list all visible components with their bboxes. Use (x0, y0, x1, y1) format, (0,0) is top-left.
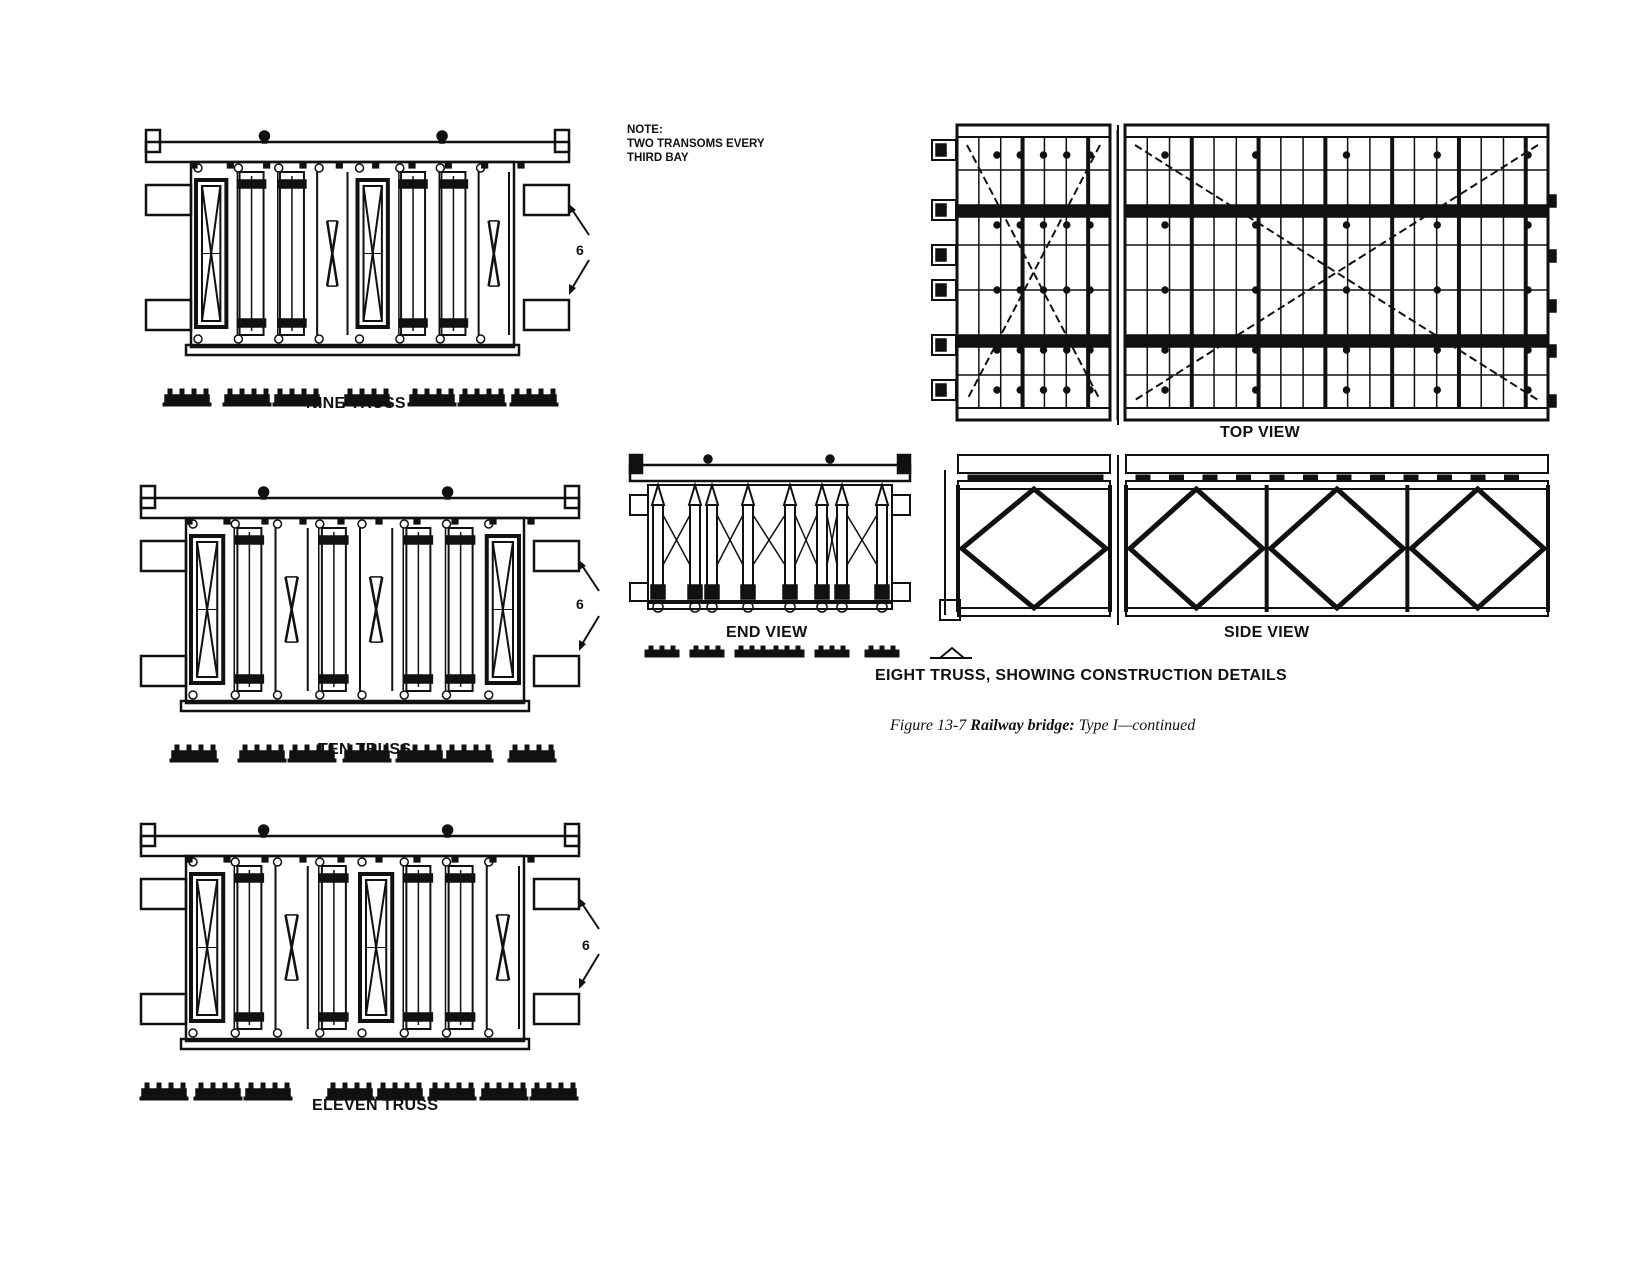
label-nine-truss: NINE TRUSS (306, 395, 406, 412)
label-side-view: SIDE VIEW (1224, 624, 1310, 641)
ten-truss-section (139, 484, 600, 763)
label-ten-truss: TEN TRUSS (318, 741, 412, 758)
caption-bold: Railway bridge: (970, 717, 1075, 734)
eleven-truss-section (139, 822, 600, 1101)
callout-ten: 6 (576, 596, 585, 612)
caption-prefix: Figure 13-7 (890, 717, 971, 734)
side-view (939, 454, 1550, 625)
note-heading: NOTE: (627, 124, 663, 136)
label-eleven-truss: ELEVEN TRUSS (312, 1097, 439, 1114)
callout-nine: 6 (576, 242, 585, 258)
top-view-left-bay (955, 123, 1112, 422)
note-line-2: TWO TRANSOMS EVERY (627, 138, 765, 150)
side-view-left-bay (956, 454, 1112, 617)
top-view-right-bays (1123, 123, 1550, 422)
nine-truss-section (144, 128, 590, 407)
label-end-view: END VIEW (726, 624, 808, 641)
top-view (931, 123, 1557, 425)
note-text: NOTE: TWO TRANSOMS EVERY THIRD BAY (627, 123, 765, 165)
figure-caption: Figure 13-7 Railway bridge: Type I—conti… (890, 717, 1195, 735)
note-line-3: THIRD BAY (627, 152, 689, 164)
label-top-view: TOP VIEW (1220, 424, 1301, 441)
label-eight-truss: EIGHT TRUSS, SHOWING CONSTRUCTION DETAIL… (875, 667, 1288, 684)
caption-suffix: Type I—continued (1074, 717, 1196, 734)
side-view-right-bays (1124, 454, 1550, 617)
callout-eleven: 6 (582, 937, 591, 953)
end-view (628, 453, 972, 659)
